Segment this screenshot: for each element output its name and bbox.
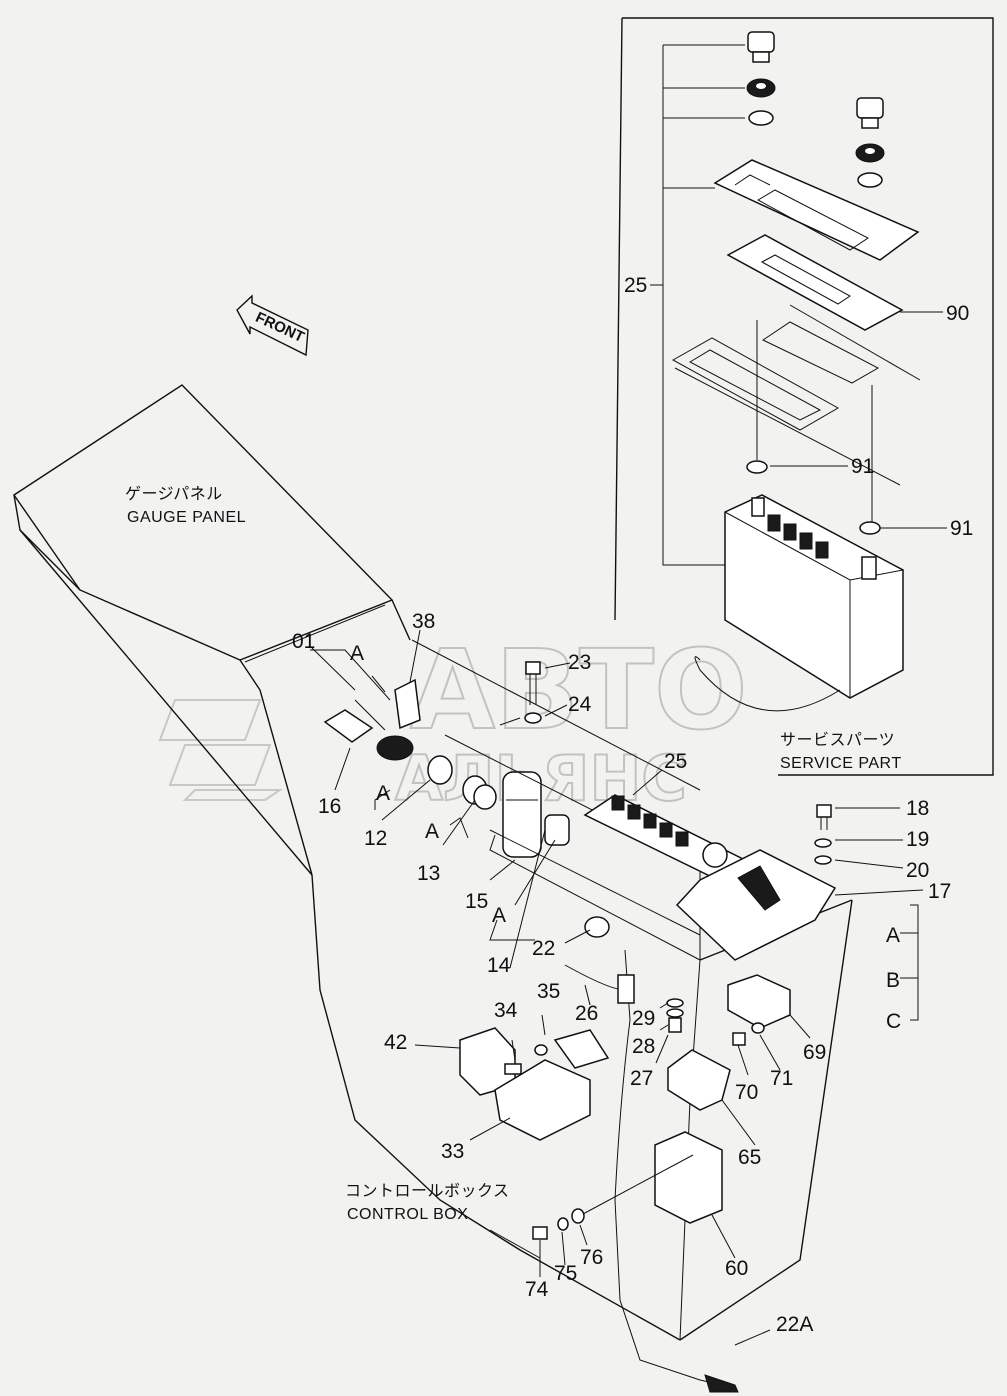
callout-13: 13	[417, 862, 440, 885]
callout-74: 74	[525, 1278, 549, 1301]
callout-24: 24	[568, 693, 592, 716]
callout-70: 70	[735, 1081, 758, 1104]
watermark-logo-icon	[158, 699, 284, 801]
letter-ref-b: B	[886, 969, 900, 992]
callout-28: 28	[632, 1035, 655, 1058]
front-arrow: FRONT	[236, 294, 309, 357]
callout-42: 42	[384, 1031, 407, 1054]
gauge-panel-label-jp: ゲージパネル	[125, 485, 223, 503]
callout-25: 25	[664, 750, 687, 773]
callout-34: 34	[494, 999, 518, 1022]
callout-26: 26	[575, 1002, 598, 1025]
callout-71: 71	[770, 1067, 793, 1090]
service-part-label-en: SERVICE PART	[780, 755, 902, 772]
callout-90: 90	[946, 302, 969, 325]
cover-plate	[713, 159, 920, 261]
callout-labels: 01 38 A 16 A 12 A 13 15 A 14 22 23 24 25…	[292, 274, 973, 1336]
callout-19: 19	[906, 828, 929, 851]
callout-17: 17	[928, 880, 951, 903]
callout-76: 76	[580, 1246, 603, 1269]
callout-69: 69	[803, 1041, 826, 1064]
callout-65: 65	[738, 1146, 761, 1169]
letter-a-1: A	[350, 642, 364, 665]
callout-22: 22	[532, 937, 555, 960]
callout-22a: 22A	[776, 1313, 813, 1336]
gauge-panel-label-en: GAUGE PANEL	[127, 509, 246, 526]
letter-ref-c: C	[886, 1010, 901, 1033]
watermark-line1: АВТО	[410, 626, 748, 754]
callout-38: 38	[412, 610, 435, 633]
control-box-label-en: CONTROL BOX	[347, 1206, 468, 1223]
letter-a-3: A	[425, 820, 439, 843]
callout-35: 35	[537, 980, 560, 1003]
front-label: FRONT	[253, 309, 307, 346]
leader-lines	[310, 311, 947, 1346]
callout-27: 27	[630, 1067, 653, 1090]
control-box: コントロールボックス CONTROL BOX	[311, 639, 853, 1341]
callout-25-service: 25	[624, 274, 647, 297]
callout-16: 16	[318, 795, 341, 818]
letter-ref-a: A	[886, 924, 900, 947]
callout-33: 33	[441, 1140, 464, 1163]
callout-14: 14	[487, 954, 511, 977]
fuse-box-module	[694, 494, 904, 712]
callout-23: 23	[568, 651, 591, 674]
watermark: АВТО АЛЬЯНС	[158, 625, 749, 816]
knob-part-icon	[855, 97, 885, 188]
callout-75: 75	[554, 1262, 577, 1285]
letter-a-2: A	[376, 782, 390, 805]
callout-91-lower: 91	[950, 517, 973, 540]
service-part-label-jp: サービスパーツ	[780, 731, 895, 749]
gasket-plate	[726, 234, 904, 331]
service-part-frame: サービスパーツ SERVICE PART	[614, 17, 994, 776]
letter-a-4: A	[492, 904, 506, 927]
control-box-label-jp: コントロールボックス	[345, 1182, 510, 1200]
gauge-panel: ゲージパネル GAUGE PANEL	[13, 384, 411, 876]
knob-part-icon	[746, 31, 776, 126]
callout-01: 01	[292, 630, 315, 653]
callout-91-upper: 91	[851, 455, 874, 478]
callout-18: 18	[906, 797, 929, 820]
callout-29: 29	[632, 1007, 655, 1030]
callout-60: 60	[725, 1257, 748, 1280]
front-arrow-icon	[236, 294, 309, 357]
callout-20: 20	[906, 859, 929, 882]
switch-parts	[323, 661, 837, 1393]
callout-12: 12	[364, 827, 387, 850]
callout-15: 15	[465, 890, 488, 913]
